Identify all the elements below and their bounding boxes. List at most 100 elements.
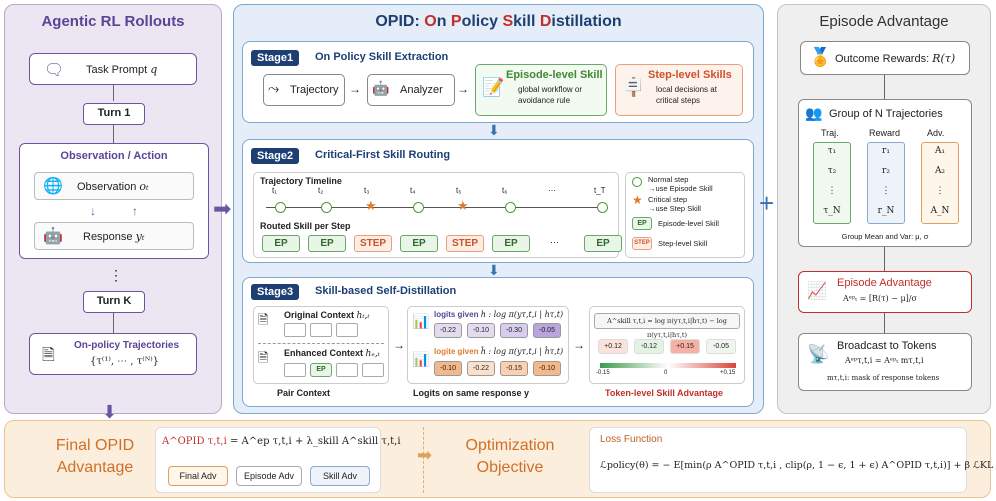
ctx-slot <box>362 363 384 377</box>
orig-ctx-label: Original Context hₜ,ₜ <box>284 310 370 321</box>
routed-chip: STEP <box>446 235 484 252</box>
up-arrow-icon: ↑ <box>132 204 138 218</box>
divider <box>423 427 424 493</box>
signpost-icon: 🪧 <box>622 77 645 97</box>
ctx-slot <box>336 363 358 377</box>
outcome-box: 🏅 Outcome Rewards: R(τ) <box>800 41 970 75</box>
observation-label: Observation oₜ <box>77 180 149 193</box>
legend-normal-desc: →use Episode Skill <box>648 184 713 193</box>
ellipsis: ⋮ <box>109 267 123 283</box>
ctx-slot <box>284 323 306 337</box>
response-box: 🤖 Response yₜ <box>34 222 194 250</box>
normal-step-marker <box>413 202 424 213</box>
stage2-title: Critical-First Skill Routing <box>315 149 451 161</box>
arrow <box>113 125 114 143</box>
stage1-title: On Policy Skill Extraction <box>315 51 449 63</box>
token-adv-box: A^skill τ,t,i = log π(yτ,t,i|ĥτ,t) − log… <box>589 306 745 384</box>
ctx-slot <box>284 363 306 377</box>
arrow <box>884 313 885 333</box>
episode-adv-tag: Episode Adv <box>236 466 302 486</box>
tick-label: t₄ <box>410 186 416 195</box>
legend-step: Step-level Skill <box>658 239 708 248</box>
final-formula: A^OPID τ,t,i = A^ep τ,t,i + λ_skill A^sk… <box>162 436 401 447</box>
col-reward: Reward <box>869 128 901 138</box>
chat-icon: 🗨 <box>44 62 65 79</box>
obs-action-title: Observation / Action <box>60 150 168 162</box>
bar-chart-icon: 📊 <box>412 351 430 367</box>
skill-adv-value: +0.15 <box>670 339 700 354</box>
ctx-slot <box>336 323 358 337</box>
ep-adv-formula: Aᵉᵖₜ = [R(τ) − μ]/σ <box>843 294 917 303</box>
arrow: → <box>457 82 469 96</box>
routed-chip: EP <box>262 235 300 252</box>
legend-box: Normal step →use Episode Skill ★ Critica… <box>625 172 745 258</box>
pair-context-caption: Pair Context <box>277 388 331 398</box>
skill-adv-value: +0.12 <box>598 339 628 354</box>
routed-chip: EP <box>308 235 346 252</box>
normal-step-marker <box>505 202 516 213</box>
normal-step-marker <box>321 202 332 213</box>
traj-cell: τ_N <box>823 206 841 216</box>
ep-adv-box: 📈 Episode Advantage Aᵉᵖₜ = [R(τ) − μ]/σ <box>798 271 972 313</box>
tick-label: t₁ <box>272 186 277 195</box>
plus-icon: + <box>759 188 775 218</box>
logits-he-label: logite given ĥ : log π(yτ,t,i | ĥτ,t) <box>434 347 564 356</box>
rollouts-title: Agentic RL Rollouts <box>41 13 185 30</box>
final-formula-box: A^OPID τ,t,i = A^ep τ,t,i + λ_skill A^sk… <box>155 427 401 493</box>
reward-cell: ⋮ <box>881 186 891 196</box>
skill-adv-tag: Skill Adv <box>310 466 370 486</box>
task-prompt-label: Task Prompt q <box>86 63 158 76</box>
stage3-title: Skill-based Self-Distillation <box>315 285 457 297</box>
task-prompt-box: 🗨 Task Prompt q <box>29 53 197 85</box>
onpolicy-set: {τ⁽¹⁾, ⋯ , τ⁽ᴺ⁾} <box>90 356 160 367</box>
legend-step-chip: STEP <box>632 237 652 250</box>
arrow-right-icon: ➡ <box>417 445 433 465</box>
stage3-tag: Stage3 <box>251 284 300 300</box>
traj-cell: τ₁ <box>827 146 837 156</box>
routed-label: Routed Skill per Step <box>260 221 351 231</box>
adv-cell: ⋮ <box>935 186 945 196</box>
step-skills-desc: critical steps <box>656 96 701 105</box>
routed-chip: EP <box>492 235 530 252</box>
down-arrow-icon: ↓ <box>90 204 96 218</box>
final-title: Advantage <box>56 459 134 476</box>
legend-critical: Critical step <box>648 195 688 204</box>
routed-chip: EP <box>400 235 438 252</box>
table-column-frame <box>867 142 905 224</box>
episode-adv-panel: Episode Advantage 🏅 Outcome Rewards: R(τ… <box>777 4 991 414</box>
legend-critical-desc: →use Step Skill <box>648 204 701 213</box>
globe-icon: 🌐 <box>43 178 63 195</box>
traj-cell: τ₂ <box>827 166 837 176</box>
robot-icon: 🤖 <box>372 80 390 96</box>
arrow: → <box>349 82 361 96</box>
arrow-down-icon: ⬇ <box>102 402 118 422</box>
tick-label: t₂ <box>318 186 324 195</box>
normal-step-icon <box>632 177 642 187</box>
step-skills-desc: local decisions at <box>656 85 717 94</box>
scale-max: +0.15 <box>720 370 736 376</box>
skill-adv-value: -0.05 <box>706 339 736 354</box>
logit-value-h: -0.05 <box>533 323 561 338</box>
chip-ellipsis: ⋯ <box>550 237 559 247</box>
reward-cell: r₂ <box>882 166 890 176</box>
tick-label: t_T <box>594 186 606 195</box>
legend-ep-chip: EP <box>632 217 652 230</box>
scale-min: -0.15 <box>596 370 610 376</box>
stage2-box: Stage2 Critical-First Skill Routing Traj… <box>242 139 754 263</box>
logit-value-he: -0.10 <box>434 361 462 376</box>
arrow-right-icon: ➡ <box>213 196 232 221</box>
trajectory-box: ⤳ Trajectory <box>263 74 345 106</box>
broadcast-title: Broadcast to Tokens <box>837 340 937 352</box>
final-adv-tag: Final Adv <box>168 466 228 486</box>
timeline-label: Trajectory Timeline <box>260 176 342 186</box>
stage1-box: Stage1 On Policy Skill Extraction ⤳ Traj… <box>242 41 754 123</box>
broadcast-formula: Aᵉᵖτ,t,i = Aᵉᵖₜ mτ,t,i <box>845 356 924 365</box>
timeline-axis <box>266 207 606 208</box>
arrow <box>113 313 114 333</box>
logits-box: 📊 logits given h : log π(yτ,t,i | hτ,t) … <box>407 306 569 384</box>
logit-value-h: -0.30 <box>500 323 528 338</box>
critical-star-icon: ★ <box>365 198 377 213</box>
tick-label: t₆ <box>502 186 508 195</box>
table-column-frame <box>813 142 851 224</box>
turnk-box: Turn K <box>83 291 145 313</box>
